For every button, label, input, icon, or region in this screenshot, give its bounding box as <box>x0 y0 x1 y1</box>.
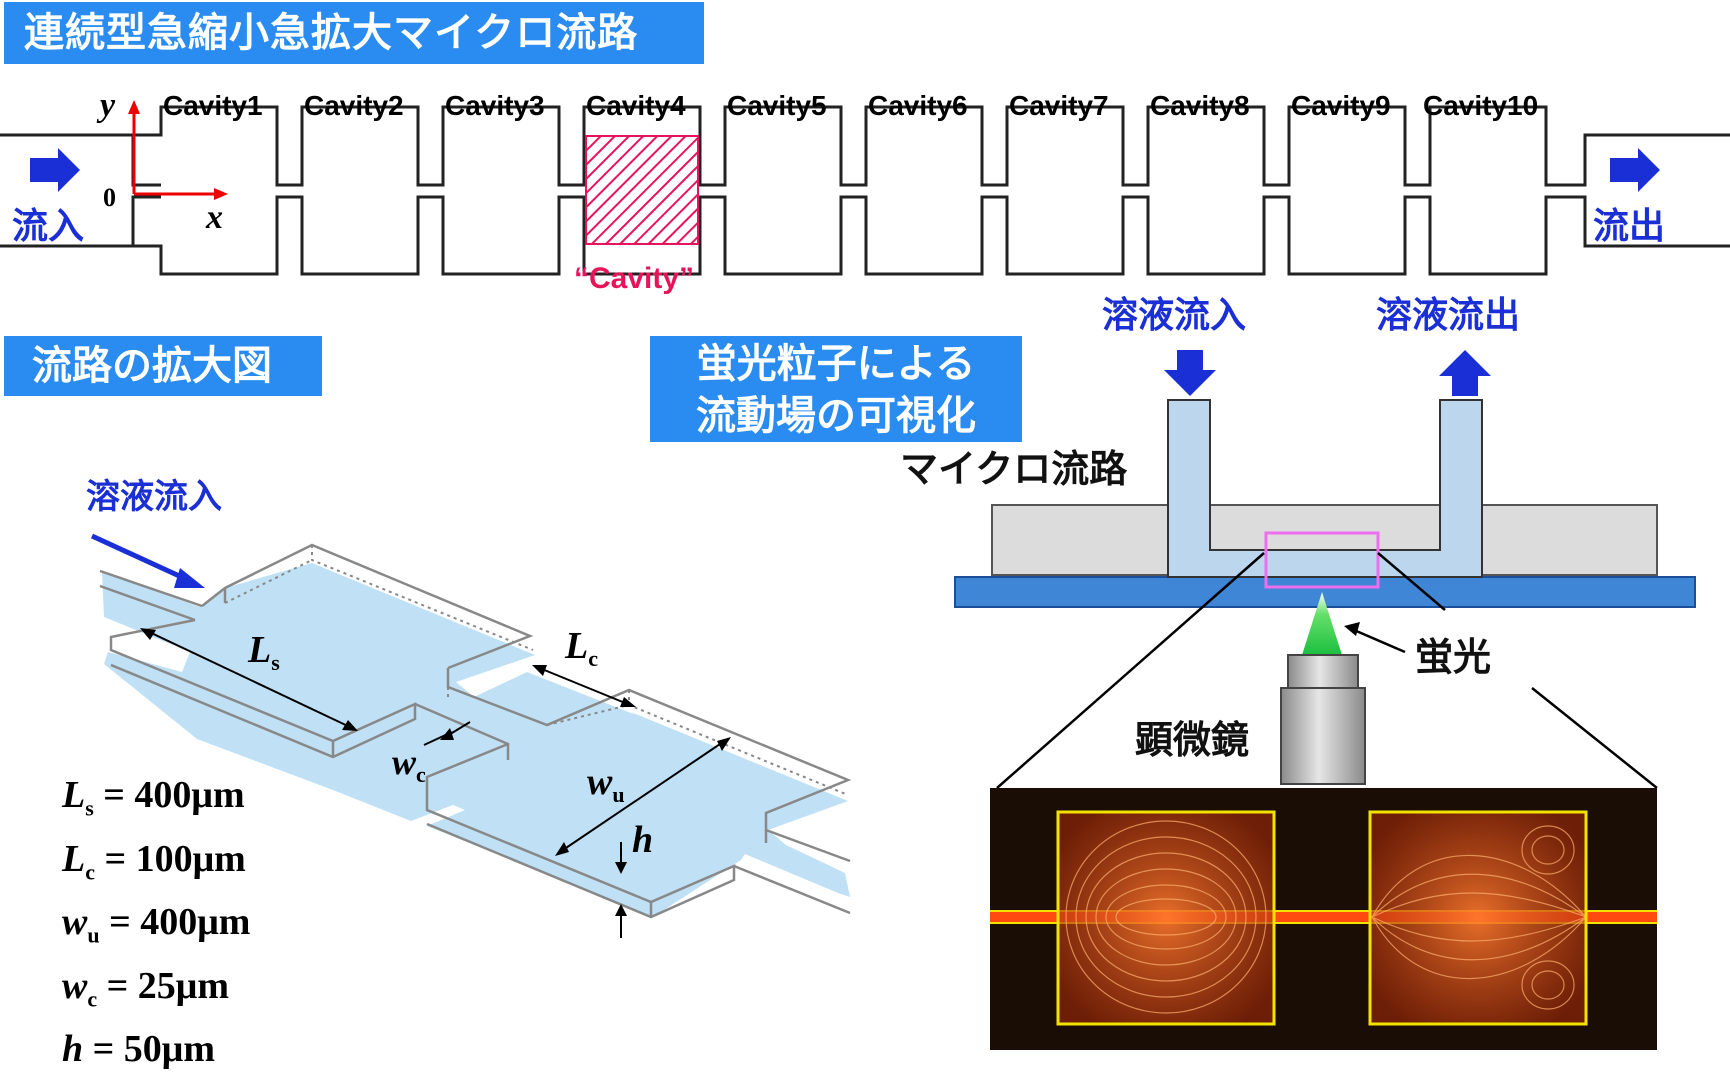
outflow-label: 流出 <box>1593 206 1665 247</box>
setup-outflow-label: 溶液流出 <box>1376 295 1520 336</box>
fluorescence-image <box>990 788 1657 1050</box>
origin-label: 0 <box>103 183 116 212</box>
cavity-label-1: Cavity1 <box>163 90 263 121</box>
parameter-list: Ls = 400μm Lc = 100μm wu = 400μm wc = 25… <box>62 770 250 1088</box>
param-row: Lc = 100μm <box>62 837 246 885</box>
cavity-label-2: Cavity2 <box>304 90 404 121</box>
iso-inflow-arrowhead-icon <box>174 568 205 588</box>
channel-outline <box>0 105 1730 276</box>
inflow-down-arrow-icon <box>1164 350 1216 396</box>
outflow-up-arrow-icon <box>1439 350 1491 396</box>
x-axis-label: x <box>205 199 223 236</box>
wc-symbol: wc <box>392 742 426 787</box>
cavity-label-5: Cavity5 <box>727 90 827 121</box>
title-banner-enlarged-view: 流路の拡大図 <box>4 336 322 396</box>
h-symbol: h <box>632 819 653 861</box>
setup-inflow-label: 溶液流入 <box>1102 295 1246 336</box>
zoom-line-left <box>996 552 1265 789</box>
flow-channel-tubes <box>1167 399 1483 578</box>
fluorescence-cone <box>1302 592 1342 655</box>
param-row: wu = 400μm <box>62 901 251 948</box>
param-row: h = 50μm <box>62 1028 215 1071</box>
cavity-label-9: Cavity9 <box>1291 90 1391 121</box>
cavity-label-6: Cavity6 <box>868 90 968 121</box>
inlet-connector <box>131 135 161 246</box>
objective-lens-top <box>1287 654 1359 689</box>
param-row: wc = 25μm <box>62 964 229 1012</box>
diagram-canvas: y x 0 流入 流出 Cavity1 Cavity2 Cavity3 Cavi… <box>0 87 1730 1050</box>
cavity-label-4: Cavity4 <box>586 90 686 121</box>
iso-inflow-label: 溶液流入 <box>86 477 222 517</box>
cavity-label-7: Cavity7 <box>1009 90 1109 121</box>
zoom-line-right-upper <box>1377 552 1446 611</box>
wc-dimension-line <box>423 731 453 746</box>
cavity-label-8: Cavity8 <box>1150 90 1250 121</box>
visualization-title-line1: 蛍光粒子による <box>696 341 976 387</box>
inflow-label: 流入 <box>12 206 84 247</box>
coordinate-axes <box>128 100 228 200</box>
cavity-label-10: Cavity10 <box>1423 90 1538 121</box>
microchannel-label: マイクロ流路 <box>900 447 1128 491</box>
highlighted-cavity <box>585 135 699 245</box>
fluorescence-pointer <box>1353 628 1406 654</box>
y-axis-label: y <box>96 87 116 124</box>
fluorescence-label: 蛍光 <box>1415 635 1491 679</box>
outflow-arrow-icon <box>1610 148 1660 192</box>
objective-lens-body <box>1280 687 1366 785</box>
lc-symbol: Lc <box>564 625 598 671</box>
title-banner-visualization: 蛍光粒子による 流動場の可視化 <box>650 336 1022 442</box>
dimension-lines <box>144 629 727 938</box>
cavity-label-3: Cavity3 <box>445 90 545 121</box>
highlighted-cavity-label: “Cavity” <box>574 262 694 295</box>
visualization-title-line2: 流動場の可視化 <box>696 393 976 439</box>
iso-inflow-arrow-icon <box>90 533 190 583</box>
microscope-label: 顕微鏡 <box>1135 718 1249 762</box>
fluorescence-pointer-head-icon <box>1344 622 1360 636</box>
zoom-line-right-lower <box>1531 687 1658 789</box>
param-row: Ls = 400μm <box>62 774 245 821</box>
observation-region-box <box>1264 531 1380 589</box>
title-banner-continuous-channel: 連続型急縮小急拡大マイクロ流路 <box>4 2 704 64</box>
inflow-arrow-icon <box>30 148 80 192</box>
ls-symbol: Ls <box>247 629 280 675</box>
wu-symbol: wu <box>587 761 625 807</box>
